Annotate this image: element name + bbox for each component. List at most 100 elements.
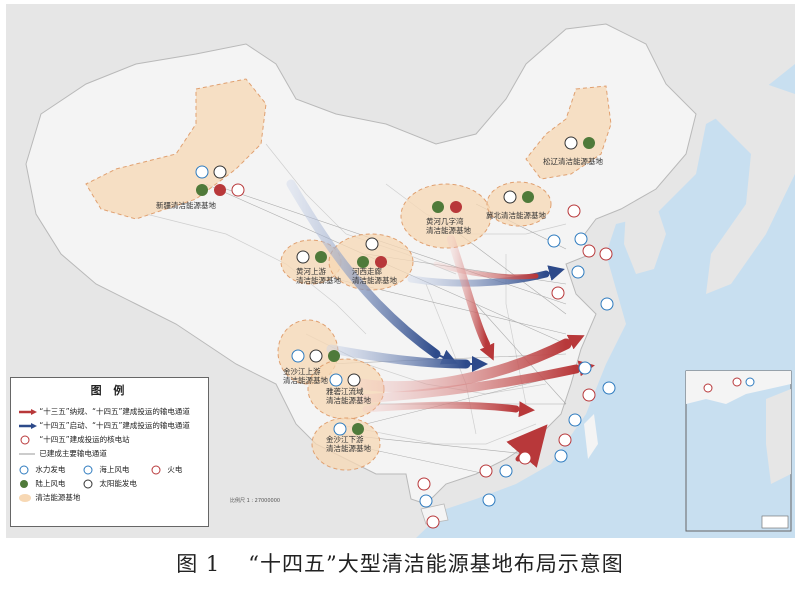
- base-label-jibei: 冀北清洁能源基地: [486, 210, 546, 220]
- wind-icon: [583, 137, 595, 149]
- blue-arrow-icon: [19, 423, 37, 429]
- base-label-jinsha-lower: 金沙江下游清洁能源基地: [326, 434, 371, 453]
- nuclear-icon: [567, 204, 581, 218]
- base-area-songliao: [525, 85, 612, 180]
- base-area-huanghe-jizi: [400, 183, 492, 249]
- nuclear-icon: [732, 377, 742, 387]
- japan-land: [706, 84, 795, 294]
- offshore-wind-icon: [482, 493, 496, 507]
- red-arrow-3: [362, 401, 520, 413]
- offshore-wind-icon: [547, 234, 561, 248]
- legend-red-channel: “十三五”纳规、“十四五”建成投运的输电通道: [19, 406, 190, 417]
- base-icons: [195, 136, 595, 436]
- figure-number: 图 1: [176, 552, 221, 576]
- offshore-wind-icon: [571, 265, 585, 279]
- figure-title: “十四五”大型清洁能源基地布局示意图: [248, 552, 624, 576]
- thermal-icon: [450, 201, 462, 213]
- thermal-icon: [214, 184, 226, 196]
- base-labels: 新疆清洁能源基地 黄河上游清洁能源基地 河西走廊清洁能源基地 黄河几字湾清洁能源…: [156, 156, 603, 453]
- legend-existing: 已建成主要输电通道: [19, 448, 107, 459]
- taiwan-land: [584, 414, 598, 459]
- hydro-icon: [19, 465, 29, 475]
- south-china-sea-inset: [685, 370, 792, 532]
- base-label-jinsha-upper: 金沙江上游清洁能源基地: [283, 366, 328, 385]
- yalong-icons: [329, 373, 361, 387]
- nuclear-icon: [582, 388, 596, 402]
- hydro-icon: [329, 373, 343, 387]
- wind-icon: [432, 201, 444, 213]
- nuclear-icon: [599, 247, 613, 261]
- solar-icon: [347, 373, 361, 387]
- offshore-wind-icon: [602, 381, 616, 395]
- solar-icon: [83, 479, 93, 489]
- wind-icon: [357, 256, 369, 268]
- red-transmission-channels: [355, 235, 595, 468]
- solar-icon: [365, 237, 379, 251]
- nuclear-icon: [20, 435, 30, 445]
- figure-caption: 图 1 “十四五”大型清洁能源基地布局示意图: [0, 548, 800, 578]
- base-label-huanghe-upper: 黄河上游清洁能源基地: [296, 266, 341, 285]
- offshore-wind-icon: [600, 297, 614, 311]
- wind-icon: [352, 423, 364, 435]
- jinsha-lower-icons: [333, 422, 364, 436]
- offshore-wind-icon: [568, 413, 582, 427]
- huanghe-upper-icons: [296, 250, 327, 264]
- red-arrow-2: [356, 364, 581, 404]
- jibei-icons: [503, 190, 534, 204]
- line-icon: [19, 453, 35, 455]
- thermal-icon: [375, 256, 387, 268]
- jinsha-upper-icons: [291, 349, 340, 363]
- nuclear-icon: [479, 464, 493, 478]
- legend-title: 图 例: [90, 384, 129, 397]
- wind-icon: [196, 184, 208, 196]
- base-area-xinjiang: [85, 78, 267, 220]
- legend: 图 例 “十三五”纳规、“十四五”建成投运的输电通道 “十四五”启动、“十四五”…: [10, 377, 209, 527]
- legend-onshore-wind: 陆上风电: [19, 478, 65, 489]
- nuclear-icon: [551, 286, 565, 300]
- nuclear-icon: [231, 183, 245, 197]
- wind-icon: [522, 191, 534, 203]
- solar-icon: [296, 250, 310, 264]
- nuclear-icon: [417, 477, 431, 491]
- korea-land: [624, 204, 666, 274]
- hydro-icon: [195, 165, 209, 179]
- solar-icon: [309, 349, 323, 363]
- xinjiang-icons: [195, 165, 245, 197]
- legend-solar: 太阳能发电: [83, 478, 137, 489]
- coastal-markers: [417, 204, 616, 529]
- songliao-icons: [564, 136, 595, 150]
- wind-icon: [315, 251, 327, 263]
- legend-offshore-wind: 海上风电: [83, 464, 129, 475]
- legend-blue-channel: “十四五”启动、“十四五”建成投运的输电通道: [19, 420, 190, 431]
- solar-icon: [564, 136, 578, 150]
- offshore-wind-icon: [554, 449, 568, 463]
- offshore-wind-icon: [578, 361, 592, 375]
- red-arrow-5: [433, 261, 539, 280]
- red-arrow-4: [447, 235, 490, 348]
- nuclear-icon: [518, 451, 532, 465]
- thermal-icon: [151, 465, 161, 475]
- base-label-huanghe-jizi: 黄河几字湾清洁能源基地: [426, 216, 471, 235]
- wind-icon: [328, 350, 340, 362]
- hexi-icons: [357, 237, 387, 268]
- legend-nuclear: “十四五”建成投运的核电站: [19, 434, 130, 445]
- red-arrow-1: [355, 338, 572, 393]
- base-label-hexi: 河西走廊清洁能源基地: [352, 266, 397, 285]
- legend-hydro: 水力发电: [19, 464, 65, 475]
- hydro-icon: [333, 422, 347, 436]
- base-label-xinjiang: 新疆清洁能源基地: [156, 200, 216, 210]
- solar-icon: [503, 190, 517, 204]
- base-area-icon: [19, 494, 31, 502]
- nuclear-icon: [703, 383, 713, 393]
- base-label-yalong: 雅砻江流域清洁能源基地: [326, 386, 371, 405]
- hydro-icon: [291, 349, 305, 363]
- blue-arrow-1: [286, 179, 441, 359]
- offshore-wind-icon: [419, 494, 433, 508]
- offshore-wind-icon: [499, 464, 513, 478]
- scale-bar: 比例尺 1 : 27000000: [230, 498, 281, 504]
- base-area-jibei: [486, 181, 552, 227]
- clean-energy-bases: [85, 78, 612, 471]
- offshore-wind-icon: [574, 232, 588, 246]
- red-arrow-icon: [19, 409, 37, 415]
- solar-icon: [213, 165, 227, 179]
